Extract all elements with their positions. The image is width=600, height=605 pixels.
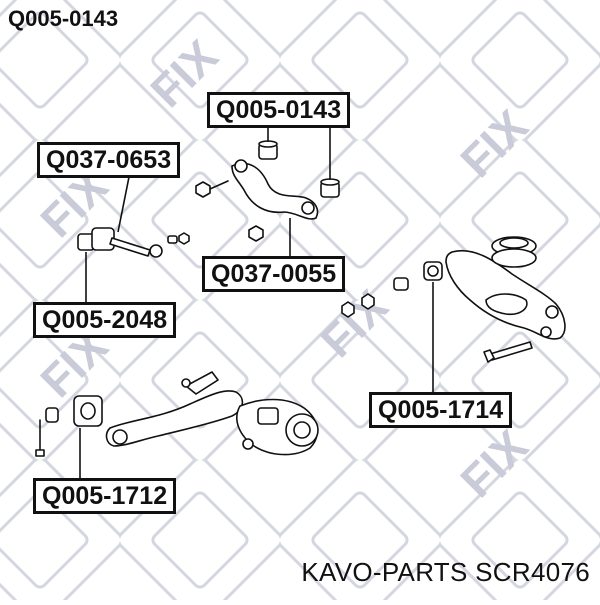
toe-link-rod <box>77 227 190 258</box>
callout-lower-link[interactable]: Q037-0055 <box>202 256 346 292</box>
callout-upper-link[interactable]: Q037-0653 <box>37 142 181 178</box>
arm-bushing-1714 <box>393 261 443 291</box>
trailing-arm-bushing <box>35 395 103 457</box>
callout-top-bushing[interactable]: Q005-0143 <box>207 92 351 128</box>
top-bushing-pair <box>258 140 340 198</box>
trailing-arm <box>105 371 244 447</box>
footer-part-id: KAVO-PARTS SCR4076 <box>301 557 590 588</box>
lower-link-nut <box>248 225 264 242</box>
footer-part-number: SCR4076 <box>475 557 590 587</box>
leader-lines <box>79 122 434 478</box>
arm-bolt <box>483 341 533 363</box>
knuckle-hub <box>236 398 319 456</box>
upper-link-nut <box>195 180 229 198</box>
suspension-parts <box>35 140 566 457</box>
callout-trailing-arm-bushing[interactable]: Q005-1712 <box>33 478 177 514</box>
footer-brand: KAVO-PARTS <box>301 557 468 587</box>
callout-lower-arm-bushing[interactable]: Q005-1714 <box>369 392 513 428</box>
page-title: Q005-0143 <box>8 6 119 31</box>
spring-seat <box>491 236 537 268</box>
lower-control-arm <box>445 249 566 340</box>
arm-nuts <box>341 293 375 318</box>
upper-link-arm <box>231 159 319 220</box>
callout-link-bushing[interactable]: Q005-2048 <box>33 302 177 338</box>
